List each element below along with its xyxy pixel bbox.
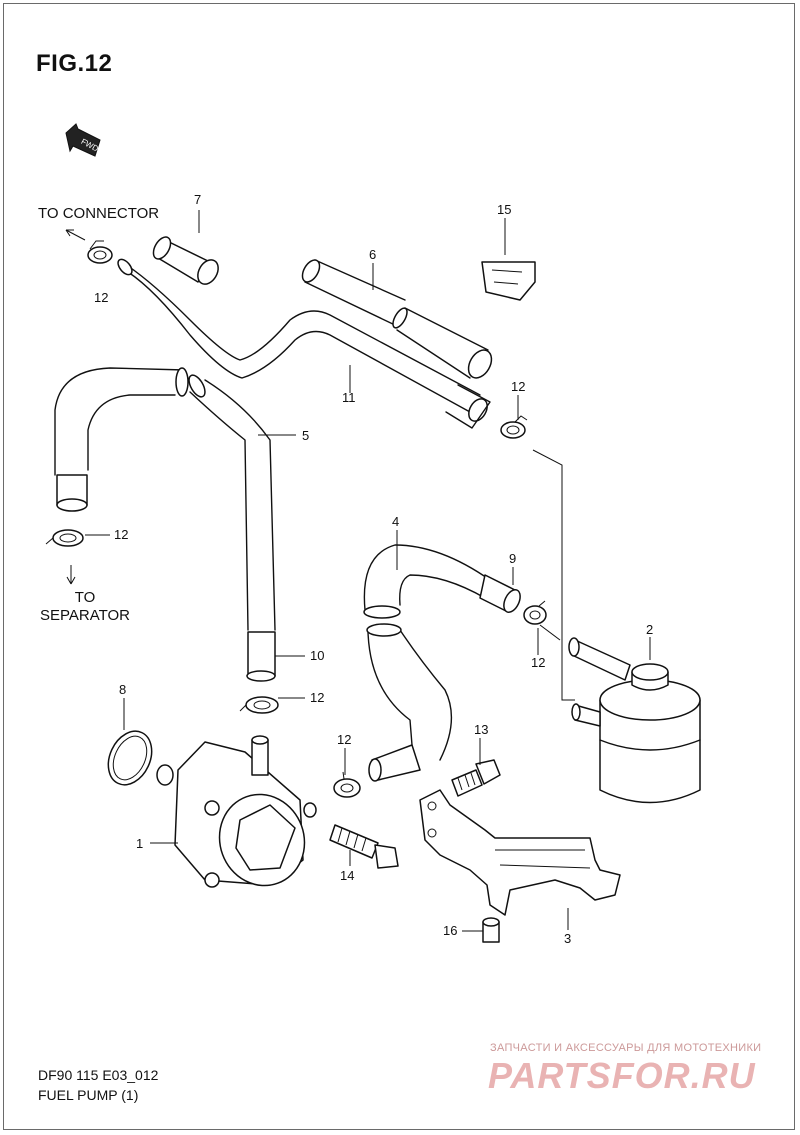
bolt-icon [329, 759, 501, 869]
callout-part-3: 3 [564, 931, 572, 946]
callout-part-12-b: 12 [511, 379, 526, 394]
fuel-filter-icon [568, 637, 701, 804]
diagram-code: DF90 115 E03_012 [38, 1067, 159, 1083]
o-ring-8 [107, 730, 153, 786]
leader-lines [85, 210, 651, 932]
callout-part-9: 9 [509, 551, 517, 566]
watermark-tagline: ЗАПЧАСТИ И АКСЕССУАРЫ ДЛЯ МОТОТЕХНИКИ [490, 1042, 762, 1054]
diagram-title: FUEL PUMP (1) [38, 1087, 139, 1103]
to-separator-note: TO SEPARATOR [38, 589, 132, 625]
callout-part-5: 5 [302, 428, 310, 443]
hose-11 [117, 258, 491, 429]
bolt-14 [329, 824, 399, 869]
callout-part-12-e: 12 [310, 690, 325, 705]
callout-part-2: 2 [646, 622, 654, 637]
to-separator-line2: SEPARATOR [39, 607, 131, 624]
callout-part-7: 7 [194, 192, 202, 207]
callout-part-10: 10 [310, 648, 325, 663]
hose-7 [152, 236, 219, 285]
callout-part-12-d: 12 [531, 655, 546, 670]
fuel-pump-icon [156, 735, 317, 888]
to-separator-line1: TO [74, 589, 96, 606]
page-frame [3, 3, 795, 1130]
figure-title: FIG.12 [36, 50, 113, 77]
callout-part-15: 15 [497, 202, 512, 217]
callout-part-12-c: 12 [114, 527, 129, 542]
callout-part-12-f: 12 [337, 732, 352, 747]
hose-10-fitting [56, 474, 276, 682]
callout-part-8: 8 [119, 682, 127, 697]
callout-part-14: 14 [340, 868, 355, 883]
callout-part-16: 16 [443, 923, 458, 938]
callout-part-6: 6 [369, 247, 377, 262]
hose-4 [363, 544, 521, 782]
watermark-logo: PARTSFOR.RU [488, 1055, 756, 1096]
bracket-icon [419, 789, 621, 916]
callout-part-4: 4 [392, 514, 400, 529]
callout-part-11: 11 [342, 390, 356, 405]
hose-5 [54, 367, 276, 631]
to-connector-note: TO CONNECTOR [38, 205, 160, 222]
connection-lines [532, 449, 575, 701]
fwd-arrow-icon: FWD [65, 123, 101, 157]
callout-part-1: 1 [136, 836, 144, 851]
bolt-13 [451, 759, 501, 797]
hose-clamp-icon [45, 240, 547, 798]
callout-part-12-a: 12 [94, 290, 109, 305]
clip-15 [481, 261, 536, 301]
hose-6 [301, 259, 493, 379]
direction-arrows [65, 229, 86, 585]
callout-part-13: 13 [474, 722, 489, 737]
collar-16 [482, 917, 500, 943]
